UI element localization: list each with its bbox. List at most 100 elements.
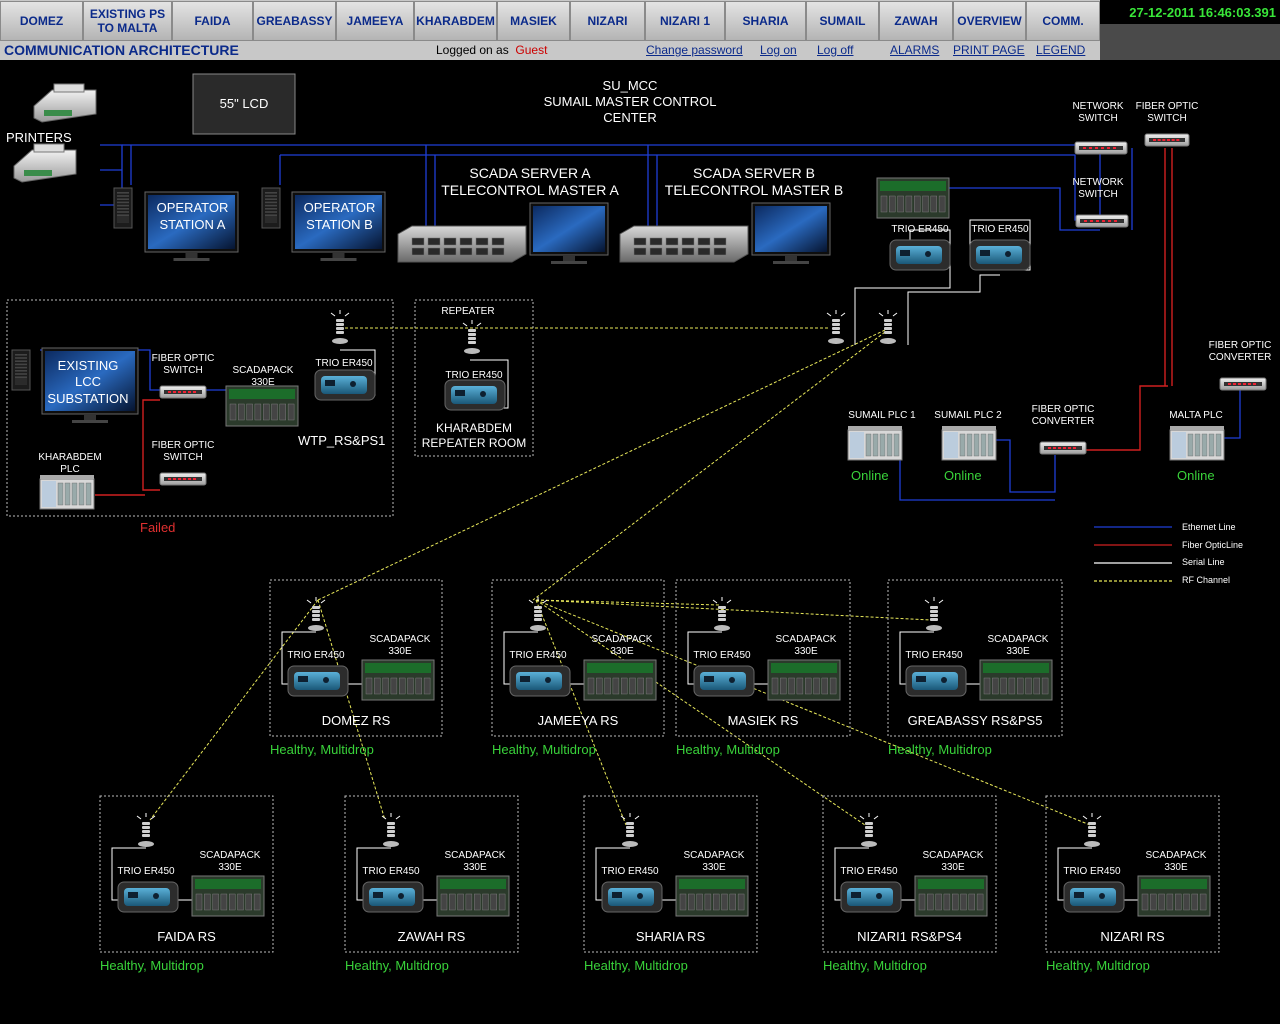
antenna-icon — [136, 813, 156, 847]
mcc-title-1: SU_MCC — [602, 78, 658, 93]
mcc-title-3: CENTER — [603, 110, 657, 125]
log-on-link[interactable]: Log on — [760, 43, 797, 57]
khar-plc-label-1: KHARABDEM — [38, 452, 102, 463]
station-status: Healthy, Multidrop — [584, 958, 688, 973]
nav-button-overview[interactable]: OVERVIEW — [953, 1, 1026, 41]
plc-icon — [941, 426, 997, 461]
station-5 — [344, 795, 519, 953]
lcc-label-2: LCC — [74, 374, 101, 389]
log-off-link[interactable]: Log off — [817, 43, 854, 57]
plc-icon — [39, 475, 95, 510]
malta-plc-label: MALTA PLC — [1169, 410, 1223, 421]
legend-link[interactable]: LEGEND — [1036, 43, 1086, 57]
srv-b-label-1: SCADA SERVER B — [693, 165, 815, 181]
legend-serial: Serial Line — [1182, 557, 1225, 567]
static-icons — [11, 73, 1267, 510]
station-trio-label: TRIO ER450 — [693, 650, 751, 661]
lcc-sp-label-1: SCADAPACK — [232, 365, 294, 376]
lcc-fo1-label-2: SWITCH — [163, 365, 203, 376]
station-6 — [583, 795, 758, 953]
change-password-link[interactable]: Change password — [646, 43, 743, 57]
station-trio-label: TRIO ER450 — [509, 650, 567, 661]
station-sp-label-1: SCADAPACK — [922, 850, 984, 861]
station-sp-label-1: SCADAPACK — [987, 634, 1049, 645]
station-sp-label-2: 330E — [1164, 862, 1188, 873]
fiber-optic-converter-icon — [1219, 377, 1267, 391]
station-name: NIZARI RS — [1100, 929, 1165, 944]
fo-conv-1-label-1: FIBER OPTIC — [1208, 340, 1272, 351]
lcc-site-label: WTP_RS&PS1 — [298, 433, 386, 448]
net-switch-1-label-1: NETWORK — [1072, 101, 1124, 112]
lcd-label: 55" LCD — [219, 96, 269, 111]
station-sp-label-2: 330E — [1006, 646, 1030, 657]
repeater-room-2: REPEATER ROOM — [421, 436, 527, 450]
radio-modem-icon — [905, 665, 967, 697]
station-name: ZAWAH RS — [397, 929, 466, 944]
srv-a-label-2: TELECONTROL MASTER A — [441, 182, 619, 198]
nav-button-greabassy[interactable]: GREABASSY — [253, 1, 336, 41]
nav-button-existing-ps-to-malta[interactable]: EXISTING PS TO MALTA — [83, 1, 172, 41]
legend-ethernet: Ethernet Line — [1182, 522, 1236, 532]
nav-button-faida[interactable]: FAIDA — [172, 1, 253, 41]
khar-plc-label-2: PLC — [60, 464, 80, 475]
pc-tower-icon — [113, 187, 133, 229]
nav-button-nizari[interactable]: NIZARI — [570, 1, 645, 41]
station-layer — [99, 579, 1220, 953]
nav-button-jameeya[interactable]: JAMEEYA — [336, 1, 414, 41]
scadapack-icon — [191, 875, 265, 917]
scadapack-icon — [225, 385, 299, 427]
network-switch-icon — [1074, 141, 1128, 155]
fiber-optic-switch-icon — [159, 472, 207, 486]
nav-button-domez[interactable]: DOMEZ — [0, 1, 83, 41]
station-sp-label-2: 330E — [702, 862, 726, 873]
station-3 — [887, 579, 1063, 737]
nav-button-masiek[interactable]: MASIEK — [497, 1, 570, 41]
alarms-link[interactable]: ALARMS — [890, 43, 940, 57]
station-sp-label-1: SCADAPACK — [444, 850, 506, 861]
nav-button-zawah[interactable]: ZAWAH — [879, 1, 953, 41]
nav-button-sumail[interactable]: SUMAIL — [806, 1, 879, 41]
lcc-label-1: EXISTING — [57, 358, 119, 373]
legend-lines — [1094, 526, 1172, 582]
server-icon — [397, 225, 527, 263]
nav-button-kharabdem[interactable]: KHARABDEM — [414, 1, 497, 41]
station-sp-label-2: 330E — [941, 862, 965, 873]
user-name: Guest — [515, 43, 548, 57]
lcd-screen-icon — [192, 73, 296, 135]
station-status: Healthy, Multidrop — [492, 742, 596, 757]
op-a-label-1: OPERATOR — [156, 200, 229, 215]
printer-icon — [33, 83, 97, 123]
srv-a-label-1: SCADA SERVER A — [469, 165, 591, 181]
station-name: GREABASSY RS&PS5 — [907, 713, 1043, 728]
station-trio-label: TRIO ER450 — [601, 866, 659, 877]
station-sp-label-2: 330E — [610, 646, 634, 657]
diagram-canvas — [6, 73, 1267, 953]
print-page-link[interactable]: PRINT PAGE — [953, 43, 1025, 57]
nav-button-nizari-1[interactable]: NIZARI 1 — [645, 1, 725, 41]
station-status: Healthy, Multidrop — [270, 742, 374, 757]
clock-panel — [1100, 24, 1280, 60]
lcc-status: Failed — [140, 520, 176, 535]
network-switch-icon — [1075, 214, 1129, 228]
fo-conv-1-label-2: CONVERTER — [1208, 352, 1272, 363]
printers-label: PRINTERS — [6, 130, 72, 145]
station-sp-label-1: SCADAPACK — [369, 634, 431, 645]
radio-modem-icon — [287, 665, 349, 697]
station-name: NIZARI1 RS&PS4 — [857, 929, 962, 944]
station-status: Healthy, Multidrop — [888, 742, 992, 757]
op-b-label-1: OPERATOR — [303, 200, 376, 215]
fo-conv-2-label-2: CONVERTER — [1031, 416, 1095, 427]
station-sp-label-1: SCADAPACK — [591, 634, 653, 645]
monitor-icon — [529, 202, 609, 264]
plc1-label: SUMAIL PLC 1 — [848, 410, 916, 421]
nav-button-sharia[interactable]: SHARIA — [725, 1, 806, 41]
lcc-label-3: SUBSTATION — [47, 391, 129, 406]
nav-button-comm[interactable]: COMM. — [1026, 1, 1100, 41]
radio-modem-icon — [601, 881, 663, 913]
server-icon — [619, 225, 749, 263]
antenna-icon — [1082, 813, 1102, 847]
station-sp-label-1: SCADAPACK — [683, 850, 745, 861]
repeater-room-1: KHARABDEM — [435, 421, 512, 435]
station-status: Healthy, Multidrop — [676, 742, 780, 757]
logged-on-label: Logged on as — [436, 43, 509, 57]
